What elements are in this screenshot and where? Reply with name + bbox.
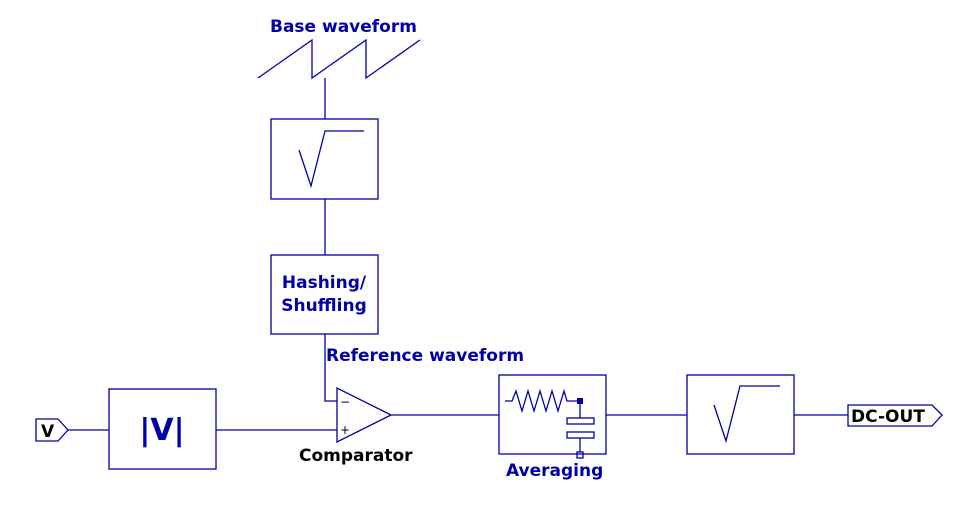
hashing-label-line1: Hashing/ — [282, 273, 367, 293]
comparator-plus-sign: + — [340, 423, 350, 437]
sqrt-block-bottom — [686, 374, 795, 455]
input-port-label: V — [41, 422, 55, 442]
averaging-label: Averaging — [506, 461, 603, 481]
base-waveform-label: Base waveform — [270, 17, 417, 37]
abs-value-label: |V| — [139, 413, 184, 448]
reference-waveform-label: Reference waveform — [326, 346, 524, 366]
averaging-block — [498, 374, 607, 455]
wire-hashing-to-comparator — [324, 334, 337, 402]
comparator-minus-sign: − — [340, 395, 350, 409]
hashing-label-line2: Shuffling — [281, 296, 367, 316]
sawtooth-waveform-icon — [257, 38, 421, 80]
hashing-shuffling-block — [270, 254, 379, 335]
rc-filter-icon — [505, 388, 595, 459]
square-root-icon-output — [713, 385, 780, 444]
comparator-triangle-icon — [336, 386, 393, 444]
output-port-label: DC-OUT — [851, 407, 925, 427]
output-port-dc-out — [847, 404, 943, 427]
abs-value-block — [108, 388, 217, 470]
square-root-icon — [298, 130, 364, 189]
comparator-label: Comparator — [299, 446, 413, 466]
input-port-v — [35, 418, 69, 442]
